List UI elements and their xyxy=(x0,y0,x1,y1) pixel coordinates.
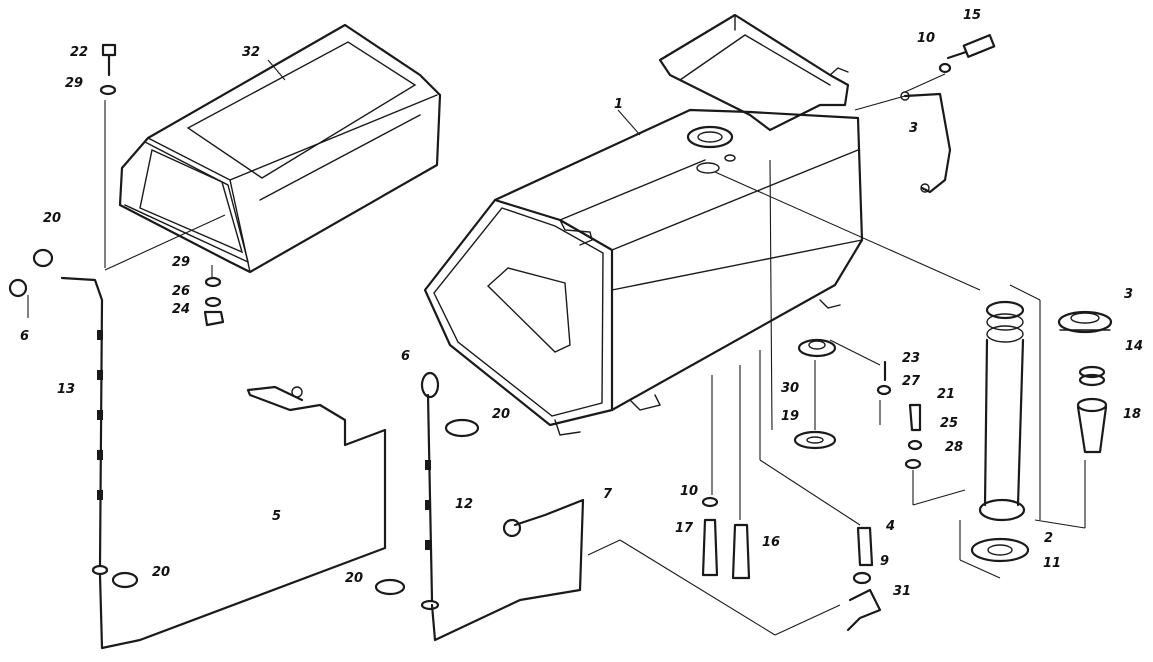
label-2: 2 xyxy=(1044,531,1053,546)
clamp-part-20-a xyxy=(32,248,54,268)
washer-part-10-top xyxy=(938,62,952,74)
label-12: 12 xyxy=(455,497,473,512)
clamp-part-20-c xyxy=(444,418,480,438)
drain-pipe-part-3 xyxy=(903,92,952,194)
label-1: 1 xyxy=(614,97,623,112)
plug-part-4 xyxy=(856,526,874,567)
gasket-part-11 xyxy=(970,537,1030,563)
banjo-part-6-left xyxy=(8,278,28,298)
label-27: 27 xyxy=(902,374,921,389)
label-6-left: 6 xyxy=(20,329,29,344)
clamp-part-20-d xyxy=(374,578,406,596)
label-8: 3 xyxy=(1124,287,1133,302)
label-14: 14 xyxy=(1125,339,1143,354)
label-10-bottom: 10 xyxy=(680,484,698,499)
label-9: 9 xyxy=(880,554,889,569)
label-3-pipe: 3 xyxy=(909,121,918,136)
label-29-top: 29 xyxy=(65,76,83,91)
label-10-top: 10 xyxy=(917,31,935,46)
nut-part-24 xyxy=(203,310,225,327)
filter-part-18 xyxy=(1076,397,1108,454)
ring-part-30 xyxy=(797,338,837,358)
valve-part-31 xyxy=(846,588,882,632)
washer-part-26 xyxy=(204,296,222,308)
label-20-b: 20 xyxy=(152,565,170,580)
part-number-labels: 1 2 3 3 4 5 6 6 7 9 10 10 11 12 13 14 15… xyxy=(20,8,1143,599)
tube-part-5 xyxy=(98,385,387,650)
bolt-part-15 xyxy=(946,34,996,60)
washer-part-29-bottom xyxy=(204,276,222,288)
label-20-d: 20 xyxy=(345,571,363,586)
tank-cover-part-32 xyxy=(118,23,442,274)
label-25: 25 xyxy=(940,416,958,431)
label-16: 16 xyxy=(762,535,780,550)
label-4: 4 xyxy=(885,519,895,534)
washer-part-25 xyxy=(907,439,923,451)
label-11: 11 xyxy=(1043,556,1061,571)
washer-part-10-bottom xyxy=(701,496,719,508)
gasket-part-19 xyxy=(793,430,837,450)
label-23: 23 xyxy=(902,351,920,366)
label-6-mid: 6 xyxy=(401,349,410,364)
label-29-bottom: 29 xyxy=(172,255,190,270)
fitting-part-16 xyxy=(731,523,751,580)
label-5: 5 xyxy=(272,509,281,524)
fitting-part-17 xyxy=(701,518,719,577)
label-15: 15 xyxy=(963,8,981,23)
clamp-part-20-b xyxy=(111,571,139,589)
washer-part-29-top xyxy=(99,84,117,96)
hose-part-12 xyxy=(426,393,434,602)
filler-tube-part-2 xyxy=(978,300,1026,522)
label-13: 13 xyxy=(57,382,75,397)
label-32: 32 xyxy=(242,45,260,60)
bolt-part-21 xyxy=(908,403,922,432)
label-21: 21 xyxy=(937,387,955,402)
washer-part-27 xyxy=(876,384,892,396)
fuel-tank-part-1 xyxy=(423,13,864,436)
spring-part-14 xyxy=(1078,365,1106,387)
label-18: 18 xyxy=(1123,407,1141,422)
bolt-part-22 xyxy=(101,43,117,77)
label-31: 31 xyxy=(893,584,911,599)
leader-lines xyxy=(27,59,1086,636)
label-24: 24 xyxy=(172,302,190,317)
washer-part-9 xyxy=(852,571,872,585)
label-17: 17 xyxy=(675,521,694,536)
label-22: 22 xyxy=(70,45,88,60)
label-26: 26 xyxy=(172,284,190,299)
tube-part-7 xyxy=(430,498,585,642)
filler-cap-part-8 xyxy=(1057,310,1113,334)
label-7: 7 xyxy=(603,487,613,502)
hose-part-13 xyxy=(60,276,104,567)
washer-part-28 xyxy=(904,458,922,470)
label-30: 30 xyxy=(781,381,799,396)
label-28: 28 xyxy=(945,440,963,455)
label-20-a: 20 xyxy=(43,211,61,226)
label-19: 19 xyxy=(781,409,799,424)
label-20-c: 20 xyxy=(492,407,510,422)
